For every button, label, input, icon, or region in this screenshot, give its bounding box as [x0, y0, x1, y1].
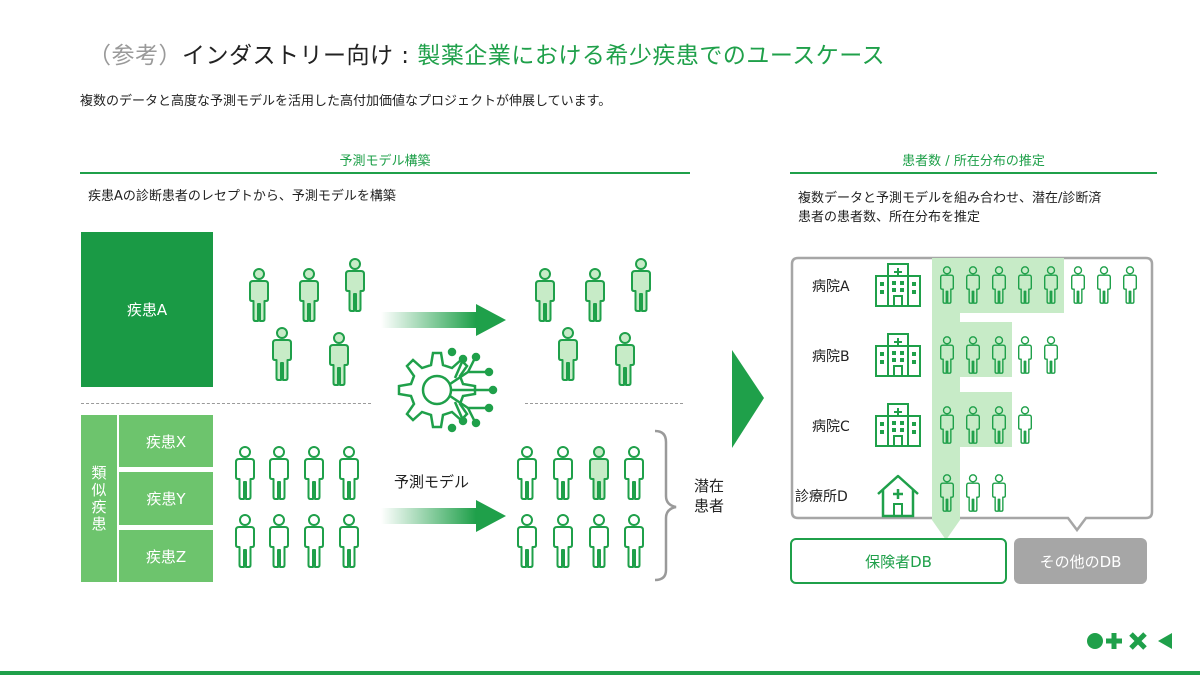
facility-label-hospital-b: 病院B	[812, 349, 850, 365]
plus-icon	[1106, 633, 1122, 649]
circle-icon	[1087, 633, 1103, 649]
page-subtitle: 複数のデータと高度な予測モデルを活用した高付加価値なプロジェクトが伸展しています…	[80, 94, 612, 109]
page-title: （参考）インダストリー向け : 製薬企業における希少疾患でのユースケース	[88, 36, 885, 70]
latent-patients-label: 潜在患者	[693, 477, 724, 515]
left-section-heading: 予測モデル構築	[339, 154, 431, 169]
arrow-similar-disease	[381, 500, 506, 532]
disease-a-patients	[249, 258, 365, 386]
right-section-description: 複数データと予測モデルを組み合わせ、潜在/診断済 患者の患者数、所在分布を推定	[798, 189, 1101, 227]
other-db-box: その他のDB	[1014, 538, 1147, 584]
cross-icon	[1129, 632, 1147, 650]
right-description-line1: 複数データと予測モデルを組み合わせ、潜在/診断済	[798, 191, 1102, 206]
latent-bracket	[654, 429, 677, 582]
title-industry: インダストリー向け :	[182, 43, 418, 69]
similar-disease-label: 類似疾患	[89, 464, 108, 533]
divider-left	[81, 403, 371, 404]
title-prefix: （参考）	[88, 43, 182, 69]
arrow-disease-a	[381, 304, 506, 336]
disease-x-label: 疾患X	[145, 432, 187, 451]
disease-z-box: 疾患Z	[119, 530, 213, 582]
divider-right	[525, 403, 683, 404]
disease-y-label: 疾患Y	[146, 490, 186, 508]
disease-a-box: 疾患A	[81, 232, 213, 387]
insurer-db-box: 保険者DB	[790, 538, 1007, 584]
result-patients-a	[535, 258, 651, 386]
model-building-diagram	[235, 258, 677, 582]
left-section-description: 疾患Aの診断患者のレセプトから、予測モデルを構築	[88, 189, 396, 204]
facility-distribution-panel	[790, 256, 1154, 540]
latent-patients	[517, 446, 644, 568]
prediction-model-label: 予測モデル	[394, 473, 470, 491]
right-description-line2: 患者の患者数、所在分布を推定	[798, 210, 981, 225]
triangle-icon	[1158, 633, 1172, 649]
facility-label-hospital-c: 病院C	[812, 419, 850, 435]
title-usecase: 製薬企業における希少疾患でのユースケース	[417, 43, 886, 69]
disease-a-label: 疾患A	[126, 301, 168, 319]
similar-disease-group: 類似疾患	[81, 415, 117, 582]
bottom-accent-bar	[0, 671, 1200, 675]
right-section-divider	[790, 172, 1157, 174]
disease-z-label: 疾患Z	[145, 547, 187, 566]
right-section-heading: 患者数 / 所在分布の推定	[902, 154, 1045, 169]
transition-arrow	[732, 350, 764, 448]
disease-x-box: 疾患X	[119, 415, 213, 467]
disease-y-box: 疾患Y	[119, 472, 213, 525]
insurer-db-highlight	[932, 258, 1064, 540]
footer-brand-icons	[1087, 632, 1172, 650]
other-db-label: その他のDB	[1039, 552, 1122, 571]
insurer-db-label: 保険者DB	[865, 552, 932, 571]
prediction-model-icon	[397, 347, 498, 433]
facility-label-clinic-d: 診療所D	[795, 489, 848, 505]
left-section-divider	[80, 172, 690, 174]
facility-label-hospital-a: 病院A	[812, 279, 850, 295]
similar-disease-patients	[235, 446, 359, 568]
